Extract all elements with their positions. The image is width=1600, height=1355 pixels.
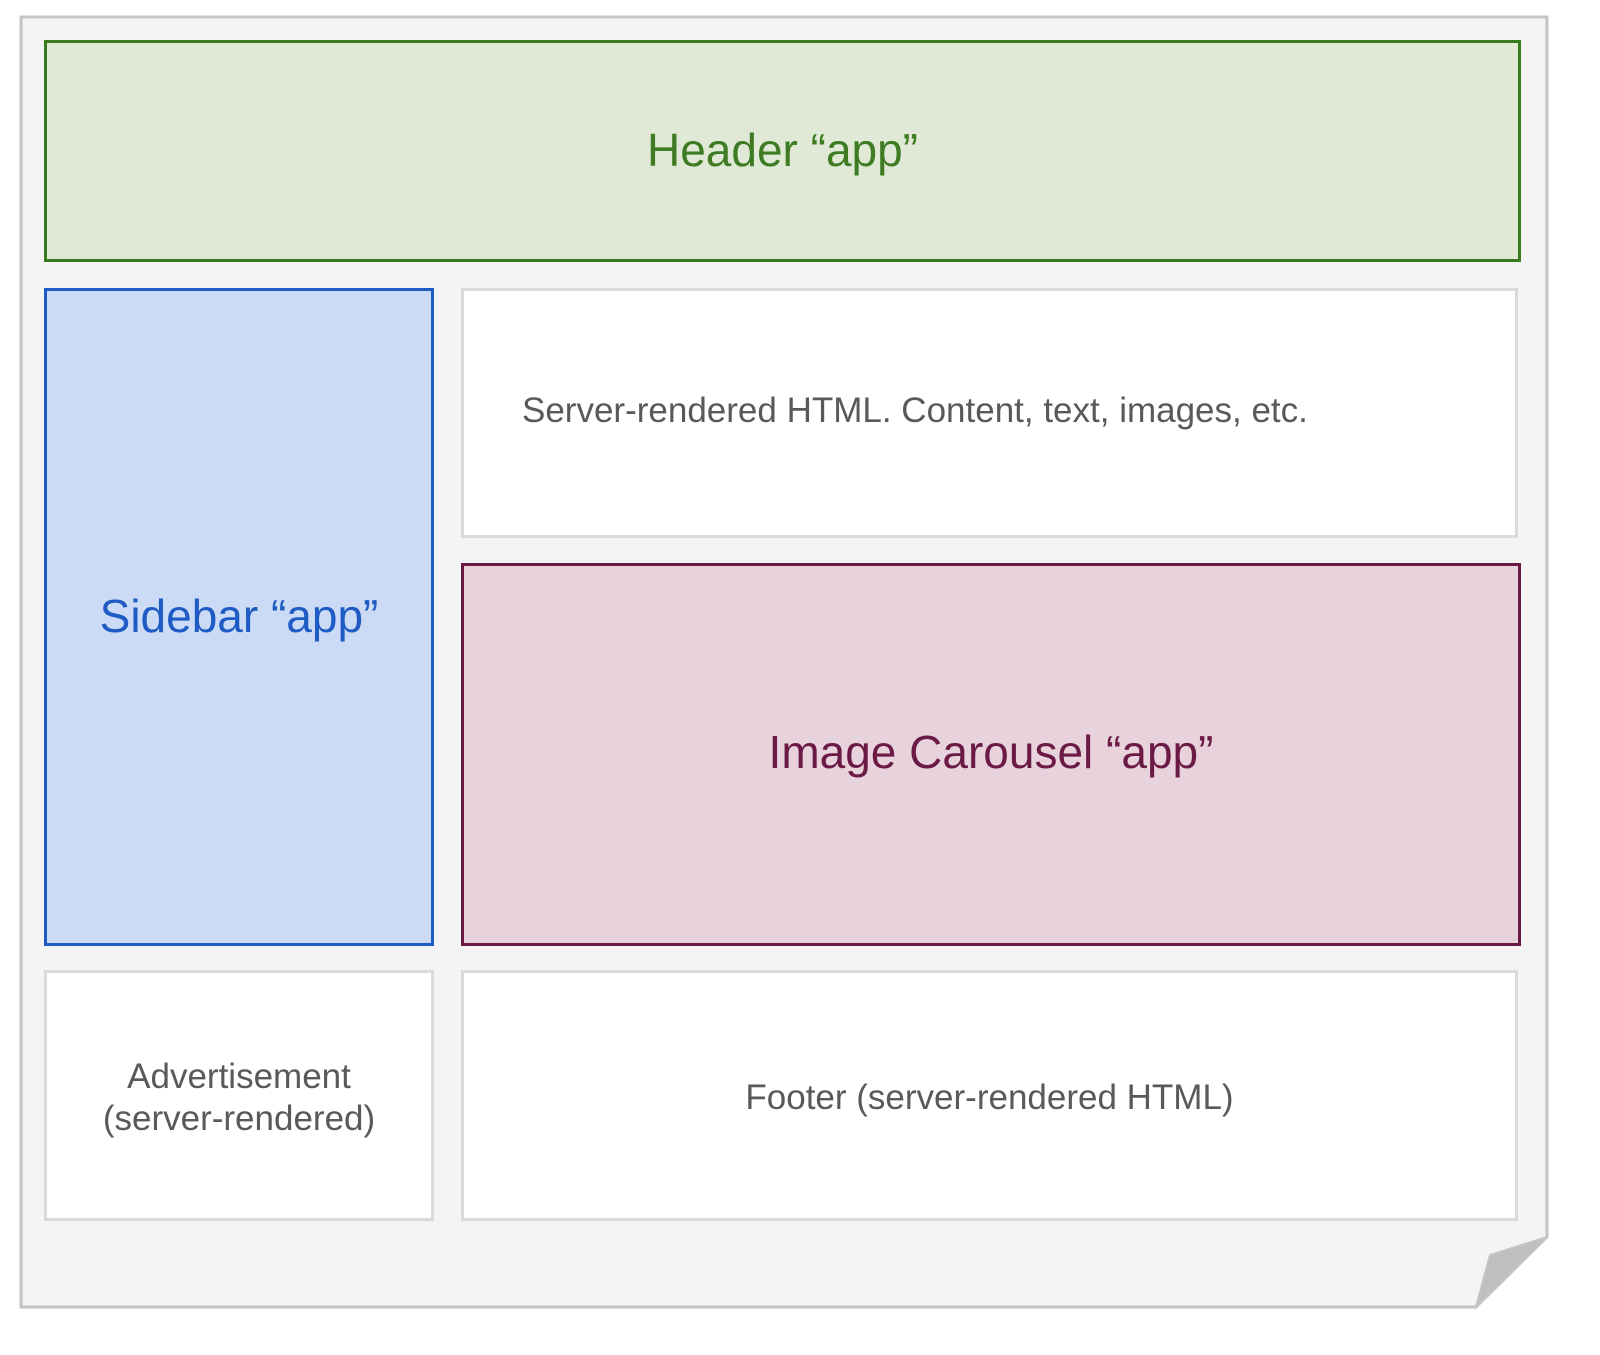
image-carousel-app-region: Image Carousel “app” [461,563,1521,946]
header-app-region: Header “app” [44,40,1521,262]
server-content-label: Server-rendered HTML. Content, text, ima… [522,391,1308,430]
server-content-region: Server-rendered HTML. Content, text, ima… [461,288,1518,538]
advertisement-region: Advertisement (server-rendered) [44,970,434,1221]
header-app-label: Header “app” [646,124,919,177]
sidebar-app-label: Sidebar “app” [99,590,379,642]
sidebar-app-region: Sidebar “app” [44,288,434,946]
advertisement-label-line2: (server-rendered) [102,1098,376,1138]
image-carousel-app-label: Image Carousel “app” [768,725,1214,778]
page-fold-corner [1474,1236,1548,1311]
footer-label: Footer (server-rendered HTML) [745,1077,1234,1117]
footer-region: Footer (server-rendered HTML) [461,970,1518,1221]
advertisement-label-line1: Advertisement [127,1056,351,1096]
